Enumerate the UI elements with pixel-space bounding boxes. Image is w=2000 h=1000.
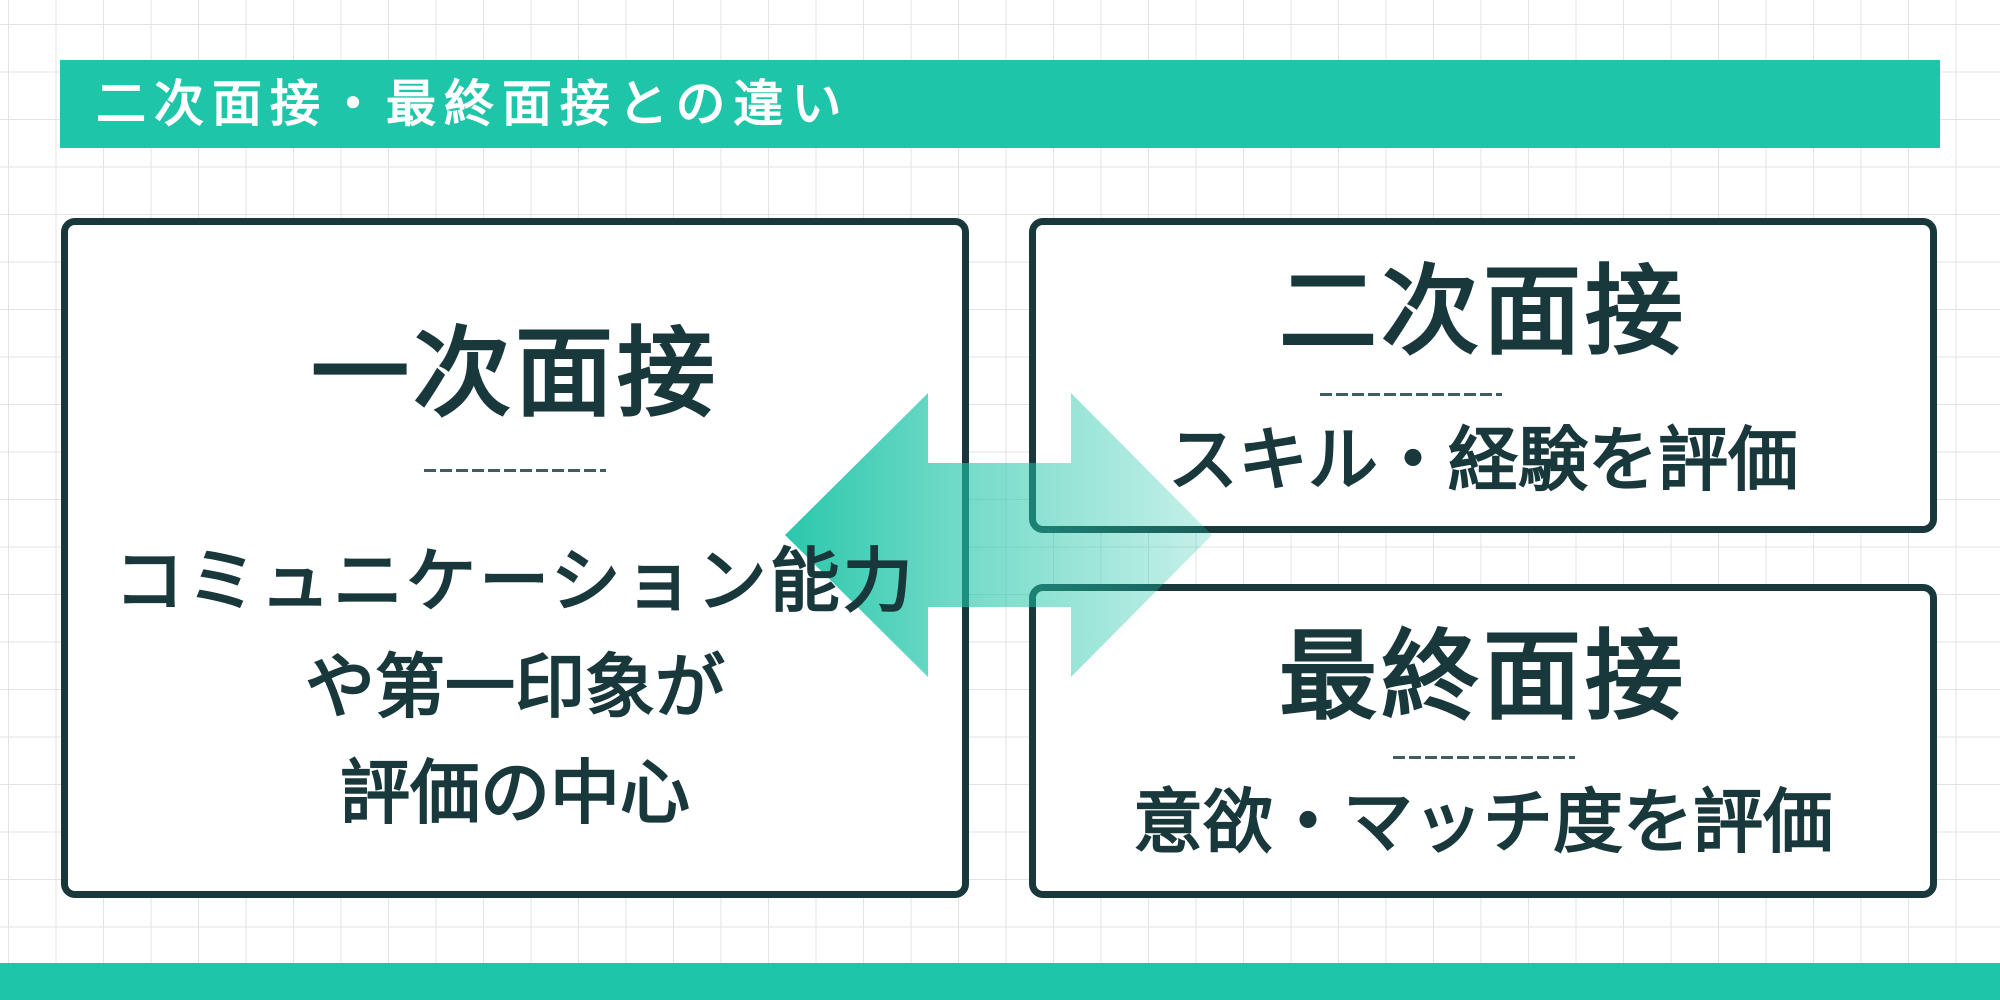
divider-dashed (424, 469, 606, 472)
final-interview-subtitle: 意欲・マッチ度を評価 (1133, 781, 1833, 863)
final-interview-title: 最終面接 (1278, 620, 1687, 734)
footer-bar (0, 963, 2000, 1000)
divider-dashed (1320, 393, 1502, 396)
first-interview-title: 一次面接 (310, 317, 719, 431)
page-title: 二次面接・最終面接との違い (96, 75, 850, 133)
second-interview-title: 二次面接 (1278, 255, 1687, 369)
second-interview-card: 二次面接 スキル・経験を評価 (1029, 218, 1937, 533)
header-bar: 二次面接・最終面接との違い (60, 60, 1940, 148)
divider-dashed (1393, 756, 1575, 759)
final-interview-card: 最終面接 意欲・マッチ度を評価 (1029, 584, 1937, 898)
first-interview-card: 一次面接 (61, 218, 969, 898)
second-interview-subtitle: スキル・経験を評価 (1168, 419, 1798, 501)
